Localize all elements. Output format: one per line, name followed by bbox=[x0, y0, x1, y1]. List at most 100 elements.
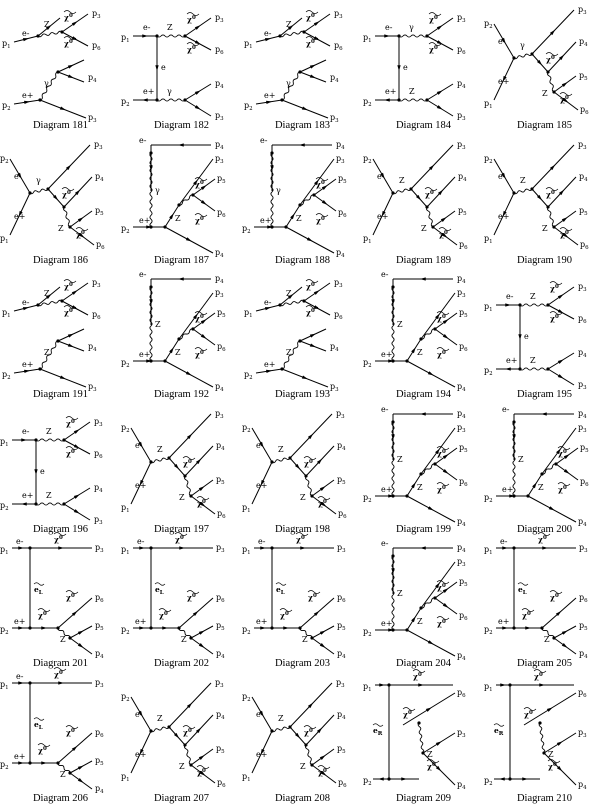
tilde-mark bbox=[194, 347, 208, 351]
boson-label-top: γ bbox=[155, 186, 160, 195]
tilde-mark bbox=[33, 582, 45, 586]
boson-label-bottom: Z bbox=[542, 224, 548, 233]
electron-label: e- bbox=[264, 29, 272, 38]
s-channel-boson bbox=[513, 53, 533, 60]
p4-label: p4 bbox=[215, 140, 224, 151]
p4-label: p4 bbox=[88, 73, 97, 84]
vertex-dot bbox=[149, 150, 153, 155]
p4-label: p4 bbox=[579, 172, 588, 183]
arrow-head bbox=[442, 453, 449, 459]
tilde-mark bbox=[545, 52, 559, 56]
ladder-boson bbox=[149, 152, 153, 227]
vertex-dot bbox=[512, 493, 516, 498]
arrow-head bbox=[442, 334, 449, 339]
p6-label: p6 bbox=[217, 778, 226, 789]
secondary-boson bbox=[426, 206, 434, 227]
arrow-head bbox=[425, 706, 432, 712]
diagram-caption: Diagram 196 bbox=[32, 523, 89, 535]
p3-label: p3 bbox=[457, 423, 466, 434]
vertex-dot bbox=[530, 52, 534, 56]
p4-label: p4 bbox=[336, 248, 345, 259]
p2-label: p2 bbox=[242, 625, 251, 636]
p3-label: p3 bbox=[88, 113, 97, 124]
positron-label: e+ bbox=[22, 491, 33, 500]
p2-label: p2 bbox=[484, 625, 493, 636]
neutralino-label-bottom: χ0 bbox=[66, 449, 75, 458]
p4-label: p4 bbox=[337, 441, 346, 452]
p5-label: p5 bbox=[580, 443, 589, 454]
vertex-dot bbox=[280, 367, 284, 371]
neutralino-label: χ0 bbox=[197, 768, 206, 777]
neutralino-label: χ0 bbox=[304, 459, 313, 468]
tilde-mark bbox=[402, 706, 416, 711]
vertex-dot bbox=[270, 150, 274, 155]
vertex-dot bbox=[183, 34, 187, 38]
tilde-mark bbox=[275, 582, 287, 586]
p3-label: p3 bbox=[215, 678, 224, 689]
vertex-dot bbox=[270, 546, 274, 550]
arrow-head bbox=[260, 748, 265, 755]
tilde-mark bbox=[63, 10, 77, 14]
p6-label: p6 bbox=[334, 310, 343, 321]
vertex-dot bbox=[312, 192, 316, 197]
vertex-dot bbox=[149, 359, 153, 363]
arrow-head bbox=[316, 458, 323, 464]
p6-label: p6 bbox=[457, 45, 466, 56]
arrow-head bbox=[321, 199, 328, 205]
neutralino-label: χ0 bbox=[558, 485, 567, 494]
s-channel-boson bbox=[392, 188, 412, 194]
p4-label: p4 bbox=[578, 517, 587, 528]
arrow-head bbox=[194, 90, 201, 95]
neutralino-label: χ0 bbox=[183, 728, 192, 737]
vertex-dot bbox=[177, 202, 181, 207]
arrow-head bbox=[557, 359, 564, 364]
p2-label: p2 bbox=[2, 101, 11, 112]
vertex-dot bbox=[433, 327, 437, 331]
p1-label: p1 bbox=[121, 545, 130, 556]
vertex-dot bbox=[270, 728, 274, 733]
vertex-dot bbox=[530, 186, 534, 191]
ladder-boson bbox=[149, 286, 153, 362]
vertex-dot bbox=[542, 750, 546, 755]
neutralino-label: χ0 bbox=[437, 485, 446, 494]
electron-label: e- bbox=[16, 672, 24, 681]
p5-label: p5 bbox=[217, 174, 226, 185]
arrow-head bbox=[141, 98, 148, 102]
boson-label-bottom: Z bbox=[542, 89, 548, 98]
arrow-head bbox=[77, 777, 84, 783]
p1-label: p1 bbox=[121, 33, 130, 44]
p2-label: p2 bbox=[363, 154, 372, 165]
arrow-head bbox=[24, 100, 31, 105]
p4-label: p4 bbox=[95, 784, 104, 795]
boson-label-top: Z bbox=[44, 20, 50, 29]
arrow-head bbox=[319, 630, 326, 635]
vertex-dot bbox=[419, 606, 423, 610]
vertex-dot bbox=[391, 419, 395, 424]
diagram-caption: Diagram 210 bbox=[516, 792, 573, 804]
tilde-mark bbox=[75, 226, 89, 231]
boson-label-top: Z bbox=[46, 427, 52, 436]
boson-label: Z bbox=[548, 750, 554, 759]
diagram-caption: Diagram 191 bbox=[32, 389, 89, 400]
tilde-mark bbox=[549, 311, 563, 315]
tilde-mark bbox=[537, 532, 551, 536]
positron-label: e+ bbox=[385, 87, 396, 96]
arrow-head bbox=[67, 343, 74, 348]
vertex-dot bbox=[540, 471, 544, 476]
upper-boson-line bbox=[279, 30, 305, 38]
arrow-head bbox=[411, 481, 416, 488]
p5-label: p5 bbox=[579, 621, 588, 632]
diagram-caption: Diagram 188 bbox=[274, 254, 331, 266]
arrow-head bbox=[442, 588, 449, 593]
arrow-head bbox=[139, 546, 146, 550]
vertex-dot bbox=[155, 98, 159, 102]
boson-line bbox=[57, 627, 71, 639]
p6-label: p6 bbox=[459, 240, 468, 251]
